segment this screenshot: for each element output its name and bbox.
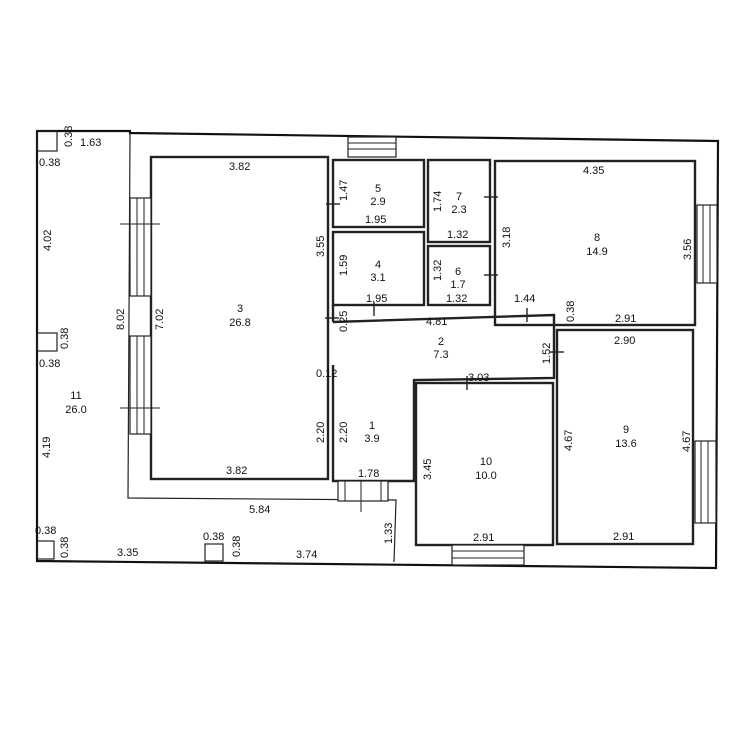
dim-291-r8: 2.91 (615, 313, 636, 325)
window-bottom (451, 544, 525, 566)
dim-402: 4.02 (42, 230, 54, 251)
dim-419: 4.19 (41, 437, 53, 458)
dim-345: 3.45 (422, 459, 434, 480)
room-1-number: 1 (369, 420, 375, 432)
dim-038-mid-h: 0.38 (39, 358, 60, 370)
door-ticks (325, 196, 564, 390)
dim-356: 3.56 (682, 239, 694, 260)
dim-584: 5.84 (249, 504, 270, 516)
room-4 (331, 230, 426, 307)
dim-163: 1.63 (80, 137, 101, 149)
dim-702: 7.02 (154, 309, 166, 330)
window-right-upper (696, 204, 718, 284)
room-8-area: 14.9 (586, 246, 607, 258)
room-10-number: 10 (480, 456, 492, 468)
dim-303: 3.03 (468, 372, 489, 384)
dim-038-mid-v: 0.38 (59, 328, 71, 349)
entrance-door (337, 480, 389, 512)
dim-025: 0.25 (338, 311, 350, 332)
room-1-2-walls (331, 305, 556, 483)
dim-038-r8: 0.38 (565, 301, 577, 322)
column-mid-left (36, 332, 58, 352)
dim-355: 3.55 (315, 236, 327, 257)
room-2-area: 7.3 (433, 349, 448, 361)
dim-159: 1.59 (338, 255, 350, 276)
room-11-inner-boundary (127, 132, 397, 563)
dim-195-b: 1.95 (366, 293, 387, 305)
dim-291-r9: 2.91 (613, 531, 634, 543)
window-top (347, 136, 397, 158)
dim-481: 4.81 (426, 316, 447, 328)
room-7 (426, 158, 492, 244)
room-9-number: 9 (623, 424, 629, 436)
room-9-area: 13.6 (615, 438, 636, 450)
dim-291-r10: 2.91 (473, 532, 494, 544)
dim-144: 1.44 (514, 293, 535, 305)
window-right-lower (694, 440, 717, 524)
dim-038-bm-h: 0.38 (203, 531, 224, 543)
dim-195-a: 1.95 (365, 214, 386, 226)
room-8 (493, 159, 697, 327)
room-11-area: 26.0 (65, 404, 86, 416)
dim-382-bot: 3.82 (226, 465, 247, 477)
dim-038-bl-v: 0.38 (59, 537, 71, 558)
room-3-number: 3 (237, 303, 243, 315)
room-5-area: 2.9 (370, 196, 385, 208)
dim-335: 3.35 (117, 547, 138, 559)
room-3-area: 26.8 (229, 317, 250, 329)
dim-133: 1.33 (383, 523, 395, 544)
dim-178: 1.78 (358, 468, 379, 480)
dim-174: 1.74 (432, 191, 444, 212)
dim-220-a: 2.20 (315, 422, 327, 443)
column-bottom-left (36, 540, 55, 560)
room-2-number: 2 (438, 336, 444, 348)
room-7-area: 2.3 (451, 204, 466, 216)
room-9 (555, 328, 695, 546)
room-4-area: 3.1 (370, 272, 385, 284)
room-11-number: 11 (70, 390, 81, 402)
dim-467-a: 4.67 (563, 430, 575, 451)
room-8-number: 8 (594, 232, 600, 244)
room-5-number: 5 (375, 183, 381, 195)
dim-038-bm-v: 0.38 (231, 536, 243, 557)
column-top-left (36, 130, 58, 152)
outer-wall (35, 129, 720, 570)
window-left-upper (120, 197, 160, 297)
room-10-area: 10.0 (475, 470, 496, 482)
window-left-lower (120, 335, 160, 435)
dim-152: 1.52 (541, 343, 553, 364)
room-1-area: 3.9 (364, 433, 379, 445)
dim-038-tl-v: 0.38 (63, 126, 75, 147)
dimension-labels: 1.63 0.38 0.38 0.38 3.35 0.38 3.74 3.82 … (35, 137, 636, 561)
dim-374: 3.74 (296, 549, 317, 561)
dim-318: 3.18 (501, 227, 513, 248)
dim-132-v: 1.32 (432, 260, 444, 281)
dim-147: 1.47 (338, 180, 350, 201)
dim-382-top: 3.82 (229, 161, 250, 173)
column-bottom-mid (204, 543, 224, 562)
dimension-labels-vertical: 0.38 4.02 0.38 4.19 0.38 0.38 8.02 7.02 … (41, 126, 694, 558)
dim-290: 2.90 (614, 335, 635, 347)
dim-038-tl-h: 0.38 (39, 157, 60, 169)
room-5 (331, 158, 426, 229)
dim-038-bl-h: 0.38 (35, 525, 56, 537)
dim-802: 8.02 (115, 309, 127, 330)
room-7-number: 7 (456, 191, 462, 203)
dim-012: 0.12 (316, 368, 337, 380)
dim-132-a: 1.32 (447, 229, 468, 241)
room-4-number: 4 (375, 259, 381, 271)
room-6-number: 6 (455, 266, 461, 278)
dim-467-b: 4.67 (681, 431, 693, 452)
dim-435: 4.35 (583, 165, 604, 177)
dim-132-b: 1.32 (446, 293, 467, 305)
dim-220-b: 2.20 (338, 422, 350, 443)
room-6-area: 1.7 (450, 279, 465, 291)
